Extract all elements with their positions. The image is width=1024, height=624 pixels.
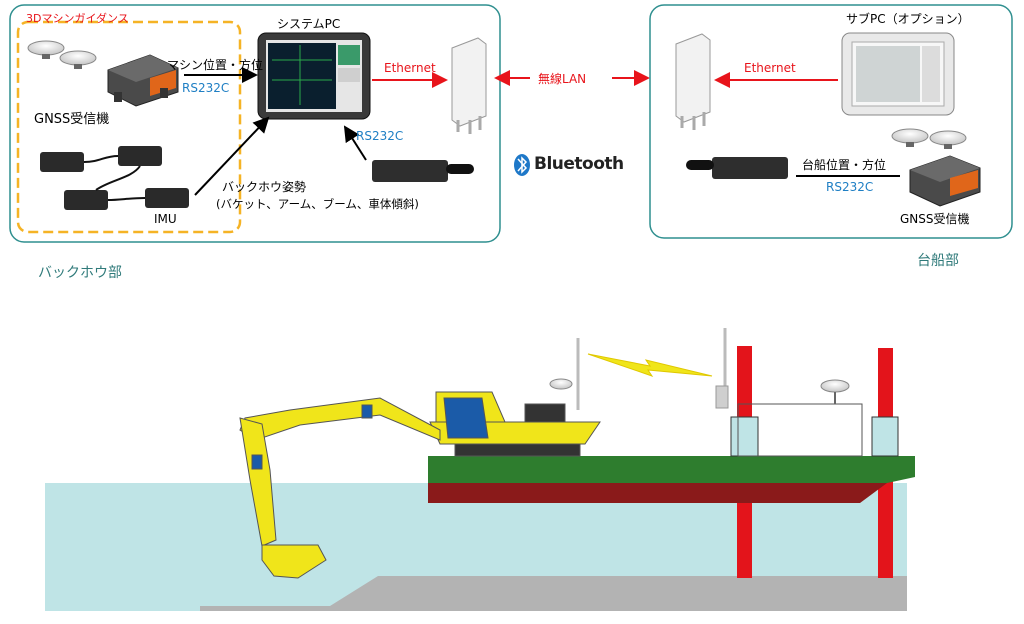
- gnss-receiver-label: GNSS受信機: [34, 112, 110, 127]
- guidance-box: [16, 20, 242, 234]
- barge-deck: [428, 456, 915, 483]
- system-pc-label: システムPC: [277, 17, 341, 31]
- posture-detail: (バケット、アーム、ブーム、車体傾斜): [216, 197, 419, 211]
- rs232c-top-label: RS232C: [182, 81, 230, 95]
- wireless-lan-label: 無線LAN: [538, 72, 587, 86]
- bluetooth-modem-icon-barge: [686, 157, 788, 179]
- gnss-antenna-icon-barge: [891, 128, 967, 149]
- rs232c-barge-label: RS232C: [826, 180, 874, 194]
- modem-to-pc-arrow: [343, 125, 367, 161]
- machine-pos-label: マシン位置・方位: [167, 58, 264, 72]
- backhoe-section-caption: バックホウ部: [38, 265, 122, 281]
- imu-sensor-icon: [40, 146, 189, 210]
- gnss-receiver-label-barge: GNSS受信機: [900, 212, 970, 226]
- ethernet-label-barge: Ethernet: [744, 61, 796, 75]
- posture-title: バックホウ姿勢: [222, 180, 307, 194]
- rs232c-mid-label: RS232C: [356, 129, 404, 143]
- guidance-title: 3Dマシンガイダンス: [26, 12, 129, 25]
- sub-pc-label: サブPC（オプション）: [846, 12, 970, 26]
- site-illustration: [45, 328, 915, 611]
- imu-label: IMU: [154, 212, 177, 226]
- bluetooth-icon: [514, 154, 530, 176]
- wireless-bolt: [587, 353, 713, 377]
- wireless-access-point-icon: [451, 37, 487, 134]
- barge-section-caption: 台船部: [917, 253, 959, 269]
- gnss-antenna-icon: [27, 40, 97, 69]
- wireless-access-point-icon-barge: [675, 33, 711, 130]
- gnss-receiver-icon: [107, 54, 179, 107]
- excavator: [239, 338, 601, 579]
- ethernet-label-backhoe: Ethernet: [384, 61, 436, 75]
- barge-panel: [649, 4, 1013, 239]
- bluetooth-label: Bluetooth: [534, 154, 624, 174]
- backhoe-panel: [9, 4, 501, 243]
- sub-pc-icon: [841, 32, 955, 116]
- gnss-receiver-icon-barge: [909, 155, 981, 207]
- barge-pos-label: 台船位置・方位: [802, 158, 887, 172]
- bluetooth-modem-icon: [372, 160, 474, 182]
- system-pc-icon: [257, 32, 371, 120]
- imu-to-pc-arrow: [194, 116, 270, 196]
- barge-hull: [428, 483, 887, 503]
- seabed: [45, 576, 907, 611]
